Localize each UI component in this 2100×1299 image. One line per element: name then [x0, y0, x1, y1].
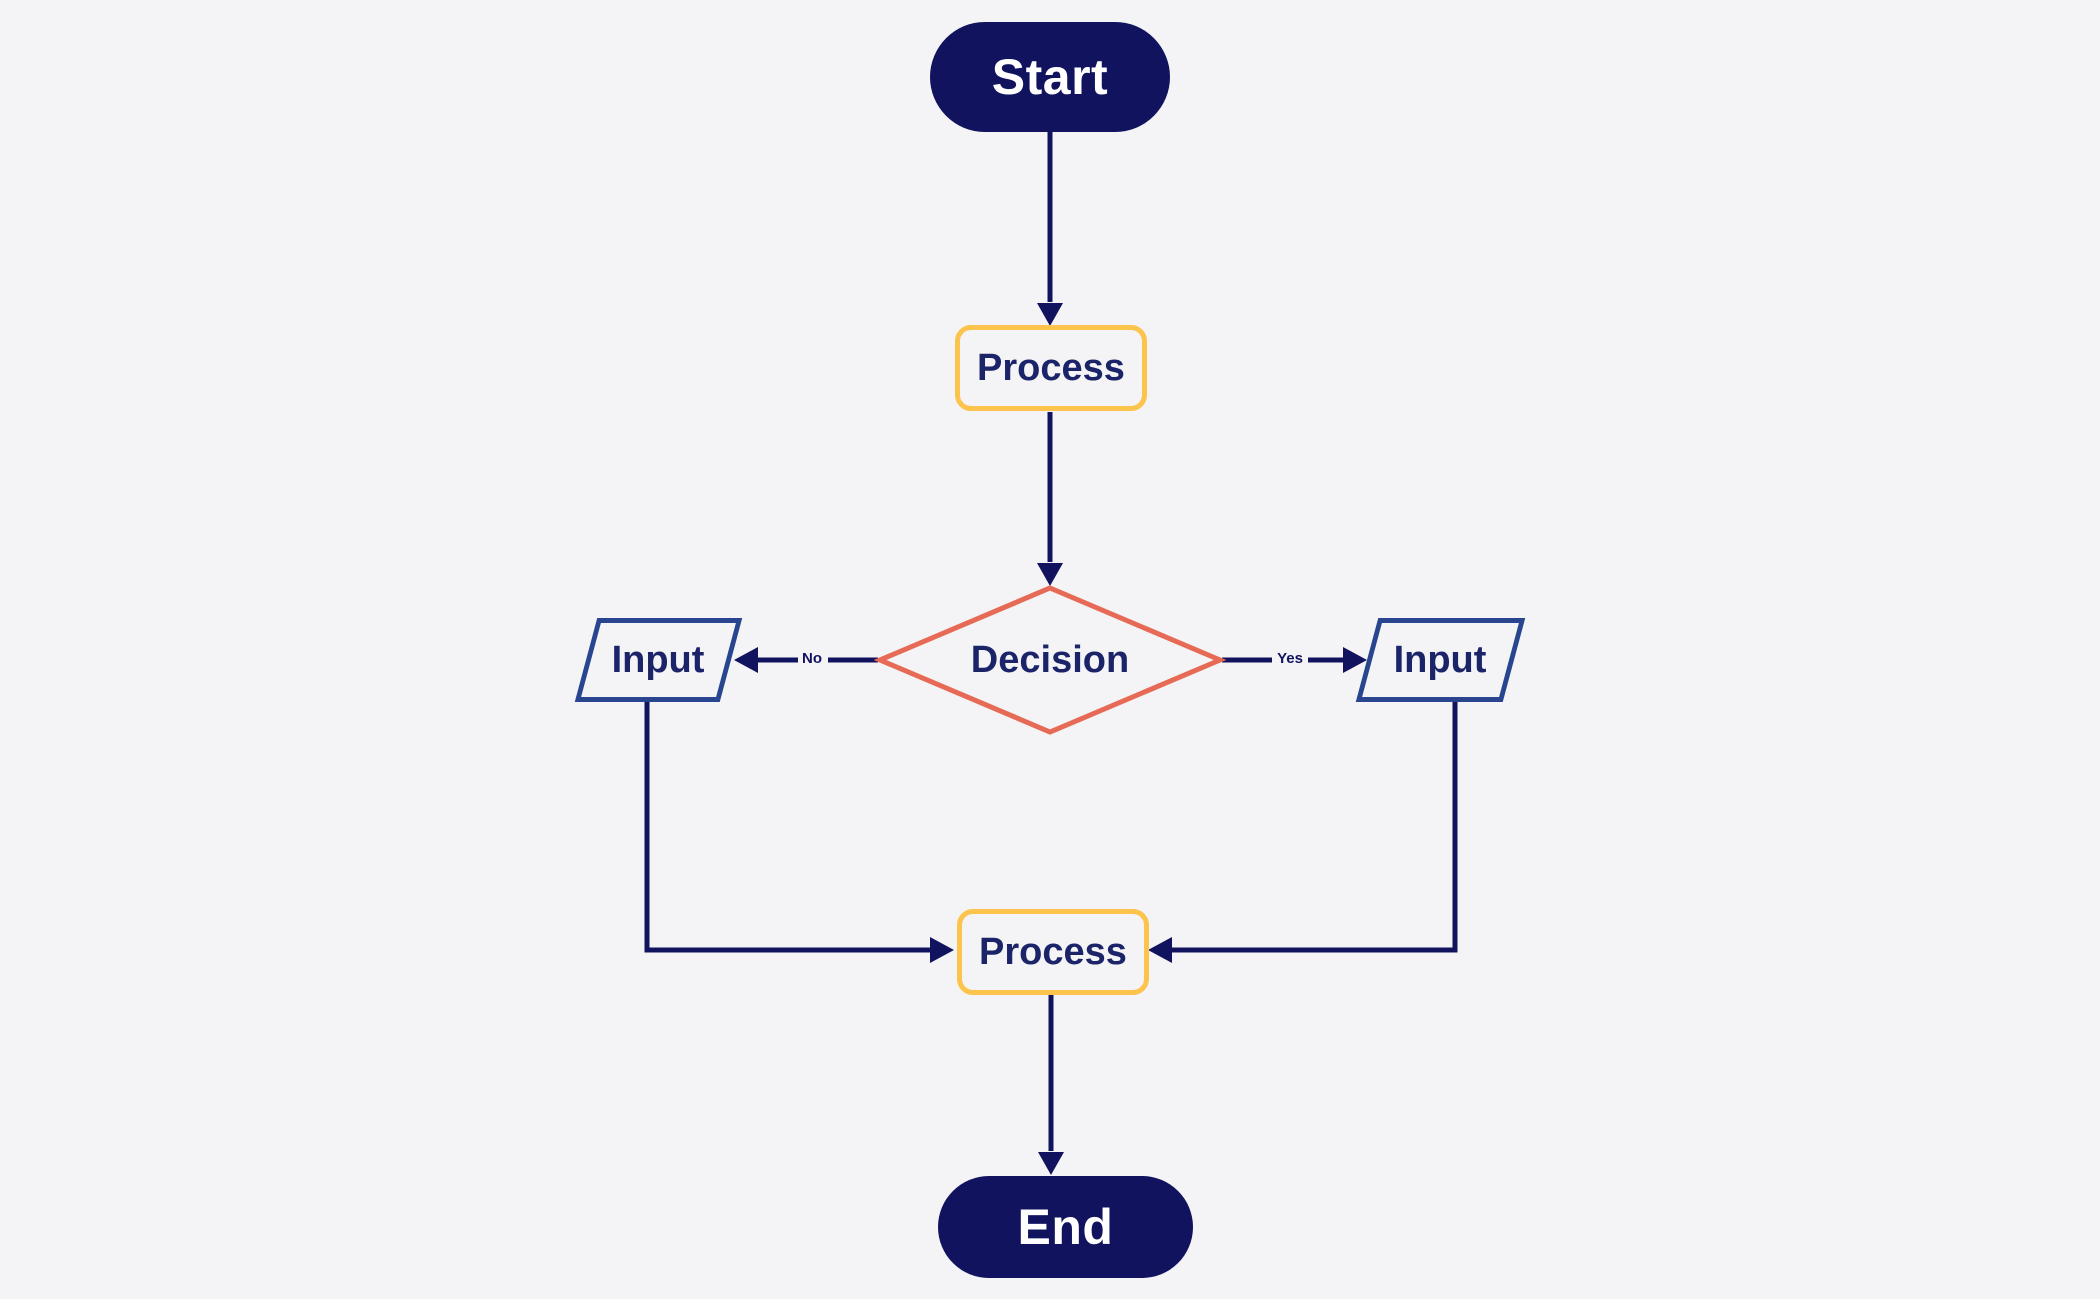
decision-diamond-shape [873, 585, 1227, 735]
node-process-top: Process [955, 325, 1147, 411]
node-start: Start [930, 22, 1170, 132]
edge-decision-to-input-left [734, 647, 878, 673]
edge-line [1172, 702, 1458, 953]
arrowhead-down-icon [1038, 1152, 1064, 1175]
edge-process-top-to-decision [1037, 412, 1063, 586]
edge-label-yes: Yes [1277, 650, 1303, 667]
node-end-label: End [1017, 1199, 1114, 1255]
arrowhead-left-icon [1148, 937, 1172, 963]
arrowhead-right-icon [930, 937, 954, 963]
node-end: End [938, 1176, 1193, 1278]
node-start-label: Start [991, 49, 1109, 105]
node-process-bottom-label: Process [979, 930, 1127, 973]
edge-label-no: No [802, 650, 822, 667]
edge-start-to-process-top [1037, 132, 1063, 326]
edge-input-right-to-process-bottom [1148, 702, 1458, 963]
arrowhead-down-icon [1037, 563, 1063, 586]
node-process-bottom: Process [957, 909, 1149, 995]
node-input-right-label: Input [1393, 639, 1487, 681]
arrowhead-right-icon [1343, 647, 1367, 673]
node-process-top-label: Process [977, 346, 1125, 389]
edge-line [644, 702, 930, 953]
edge-input-left-to-process-bottom [644, 702, 954, 963]
node-decision-label: Decision [970, 639, 1130, 681]
arrowhead-left-icon [734, 647, 758, 673]
node-input-left-label: Input [611, 639, 705, 681]
edge-decision-to-input-right [1222, 647, 1367, 673]
arrowhead-down-icon [1037, 303, 1063, 326]
edge-process-bottom-to-end [1038, 995, 1064, 1175]
